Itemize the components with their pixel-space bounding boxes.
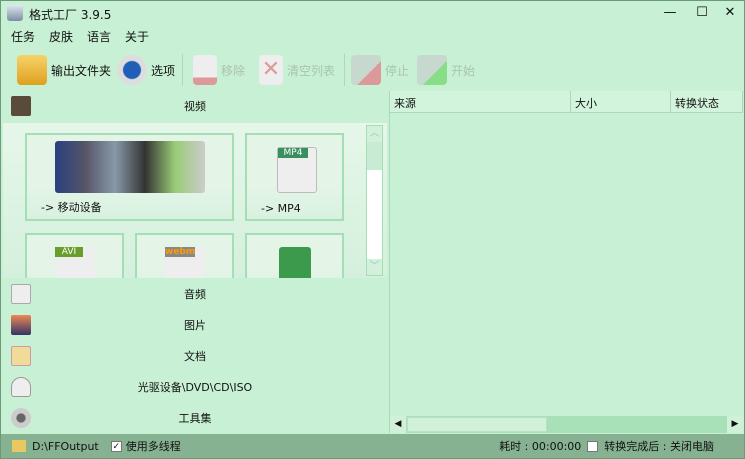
folder-icon [17,55,47,85]
column-status[interactable]: 转换状态 [671,91,743,112]
remove-button[interactable]: 移除 [193,53,245,87]
toolbar: 输出文件夹 选项 移除 ✕清空列表 停止 开始 [1,51,744,89]
stop-icon [351,55,381,85]
multithread-checkbox[interactable]: ✓ [110,440,122,452]
menu-about[interactable]: 关于 [125,30,150,44]
horizontal-scrollbar[interactable]: ◀ ▶ [390,416,743,433]
clear-list-icon: ✕ [259,55,283,85]
category-panel: 视频 -> 移动设备 MP4 -> MP4 AVI webm ︿ ﹀ 音频 图片… [3,91,387,433]
video-file-icon [279,247,311,278]
column-size[interactable]: 大小 [571,91,671,112]
tile-mobile-device[interactable]: -> 移动设备 [25,133,234,221]
after-convert-checkbox[interactable] [587,440,599,452]
category-video[interactable]: 视频 [3,91,387,121]
toolbar-separator [344,54,345,86]
scroll-down-button[interactable]: ﹀ [367,259,382,275]
start-icon [417,55,447,85]
output-path[interactable]: D:\FFOutput [32,439,99,453]
options-button[interactable]: 选项 [117,53,175,87]
task-list: 来源 大小 转换状态 ◀ ▶ [389,91,743,433]
minimize-button[interactable]: — [663,5,677,20]
close-button[interactable]: ✕ [724,5,736,20]
column-source[interactable]: 来源 [390,91,571,112]
tile-mp4[interactable]: MP4 -> MP4 [245,133,344,221]
avi-file-icon: AVI [55,247,95,278]
vertical-scrollbar[interactable]: ︿ ﹀ [366,125,383,276]
video-clapper-icon [11,96,31,116]
task-list-header: 来源 大小 转换状态 [390,91,743,113]
multithread-label: 使用多线程 [125,440,181,453]
elapsed-time: 耗时 : 00:00:00 [499,440,582,453]
after-convert-label[interactable]: 转换完成后 : 关闭电脑 [604,440,714,453]
title-bar: 格式工厂 3.9.5 — ☐ ✕ [1,1,744,25]
music-note-icon [11,284,31,304]
mobile-devices-icon [55,141,205,193]
tile-video-green[interactable] [245,233,344,278]
mp4-file-icon: MP4 [277,147,317,193]
status-bar: D:\FFOutput ✓ 使用多线程 耗时 : 00:00:00 转换完成后 … [1,434,744,458]
folder-icon [12,440,26,452]
clear-list-button[interactable]: ✕清空列表 [259,53,335,87]
menu-language[interactable]: 语言 [87,30,112,44]
scroll-thumb[interactable] [407,417,547,432]
start-button[interactable]: 开始 [417,53,475,87]
maximize-button[interactable]: ☐ [696,5,708,20]
app-icon [7,5,23,21]
tile-avi[interactable]: AVI [25,233,124,278]
tools-reel-icon [11,408,31,428]
picture-icon [11,315,31,335]
menu-bar: 任务 皮肤 语言 关于 [11,28,149,45]
video-tiles-panel: -> 移动设备 MP4 -> MP4 AVI webm ︿ ﹀ [3,123,387,278]
disc-drive-icon [11,377,31,397]
category-audio[interactable]: 音频 [3,279,387,309]
scroll-thumb[interactable] [367,142,382,170]
output-folder-button[interactable]: 输出文件夹 [17,53,111,87]
scroll-left-button[interactable]: ◀ [390,416,406,433]
stop-button[interactable]: 停止 [351,53,409,87]
scroll-right-button[interactable]: ▶ [727,416,743,433]
toolbar-separator [182,54,183,86]
window-title: 格式工厂 3.9.5 [29,8,112,22]
gear-icon [117,55,147,85]
category-picture[interactable]: 图片 [3,310,387,340]
remove-file-icon [193,55,217,85]
document-icon [11,346,31,366]
category-rom-device[interactable]: 光驱设备\DVD\CD\ISO [3,372,387,402]
webm-file-icon: webm [165,247,205,278]
menu-skin[interactable]: 皮肤 [49,30,74,44]
category-document[interactable]: 文档 [3,341,387,371]
tile-webm[interactable]: webm [135,233,234,278]
scroll-up-button[interactable]: ︿ [367,126,382,142]
category-tools[interactable]: 工具集 [3,403,387,433]
menu-task[interactable]: 任务 [11,30,36,44]
